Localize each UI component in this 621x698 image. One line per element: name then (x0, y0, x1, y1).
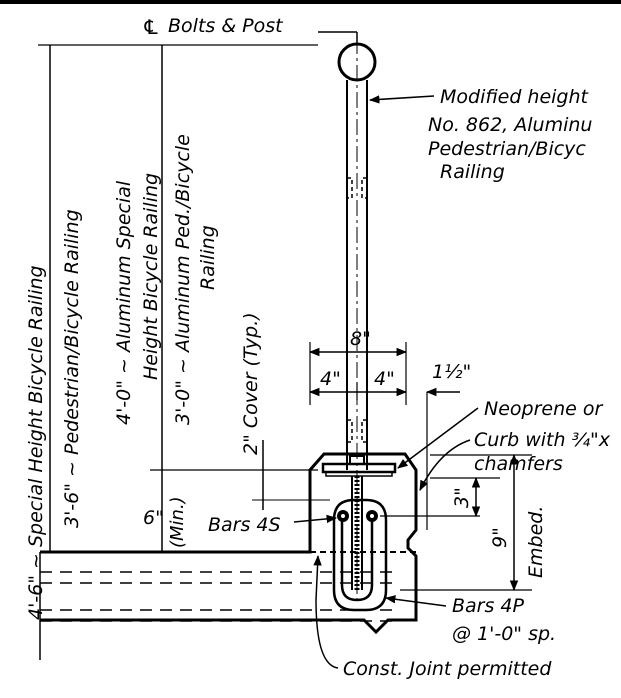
nine-in-label: 9" (489, 527, 511, 548)
stirrup-4s (332, 498, 388, 612)
three-in-label: 3" (451, 487, 473, 508)
post-splice-lower (347, 419, 367, 443)
const-joint-leader (313, 554, 339, 669)
curb-leader (419, 439, 471, 491)
neoprene-label: Neoprene or (484, 398, 603, 420)
bars-4s-label: Bars 4S (208, 514, 281, 536)
curb-label-line1: Curb with ¾"x (474, 429, 611, 451)
dim-ped-bicycle-label: 3'-6" ~ Pedestrian/Bicycle Railing (61, 209, 83, 528)
bar-4s-left-core (341, 514, 345, 518)
centerline-symbol: ℄ (142, 15, 160, 39)
four-in-left-label: 4" (320, 368, 341, 390)
bars-4p-label-line1: Bars 4P (452, 595, 525, 617)
six-in-label: 6" (143, 507, 164, 529)
dim-aluminum-ped-label2: Railing (197, 225, 219, 290)
bars-4p-label-line2: @ 1'-0" sp. (452, 623, 556, 645)
curb-outline (40, 452, 418, 635)
bar-4s-right-core (370, 514, 374, 518)
neoprene-pad (325, 471, 393, 477)
dim-aluminum-special-label2: Height Bicycle Railing (140, 173, 162, 380)
modified-height-leader (368, 95, 435, 104)
cover-label: 2" Cover (Typ.) (240, 312, 262, 455)
bars-4p-leader (384, 595, 447, 607)
modified-height-line1: Modified height (440, 86, 590, 108)
modified-height-line3: Pedestrian/Bicyc (428, 138, 586, 160)
anchor-nut (349, 455, 365, 465)
bolts-post-label: Bolts & Post (168, 15, 284, 37)
neoprene-leader (397, 407, 479, 469)
eight-in-label: 8" (350, 328, 371, 350)
min-label: (Min.) (167, 496, 188, 548)
const-joint-label: Const. Joint permitted (343, 658, 552, 680)
dim-special-height-label: 4'-6" ~ Special Height Bicycle Railing (25, 265, 47, 620)
dim-aluminum-ped-label1: 3'-0" ~ Aluminum Ped./Bicycle (172, 134, 194, 425)
curb-label-line2: chamfers (474, 453, 563, 475)
bars-4s-leader (293, 514, 338, 524)
modified-height-line4: Railing (440, 161, 505, 183)
modified-height-line2: No. 862, Aluminu (428, 114, 592, 136)
dim-aluminum-special-label1: 4'-0" ~ Aluminum Special (113, 180, 135, 425)
post-splice-upper (347, 177, 367, 199)
four-in-right-label: 4" (374, 368, 395, 390)
one-half-label: 1½" (432, 361, 471, 383)
u-bar-4p (340, 520, 374, 602)
embed-label: Embed. (525, 506, 547, 578)
base-plate (321, 462, 397, 474)
